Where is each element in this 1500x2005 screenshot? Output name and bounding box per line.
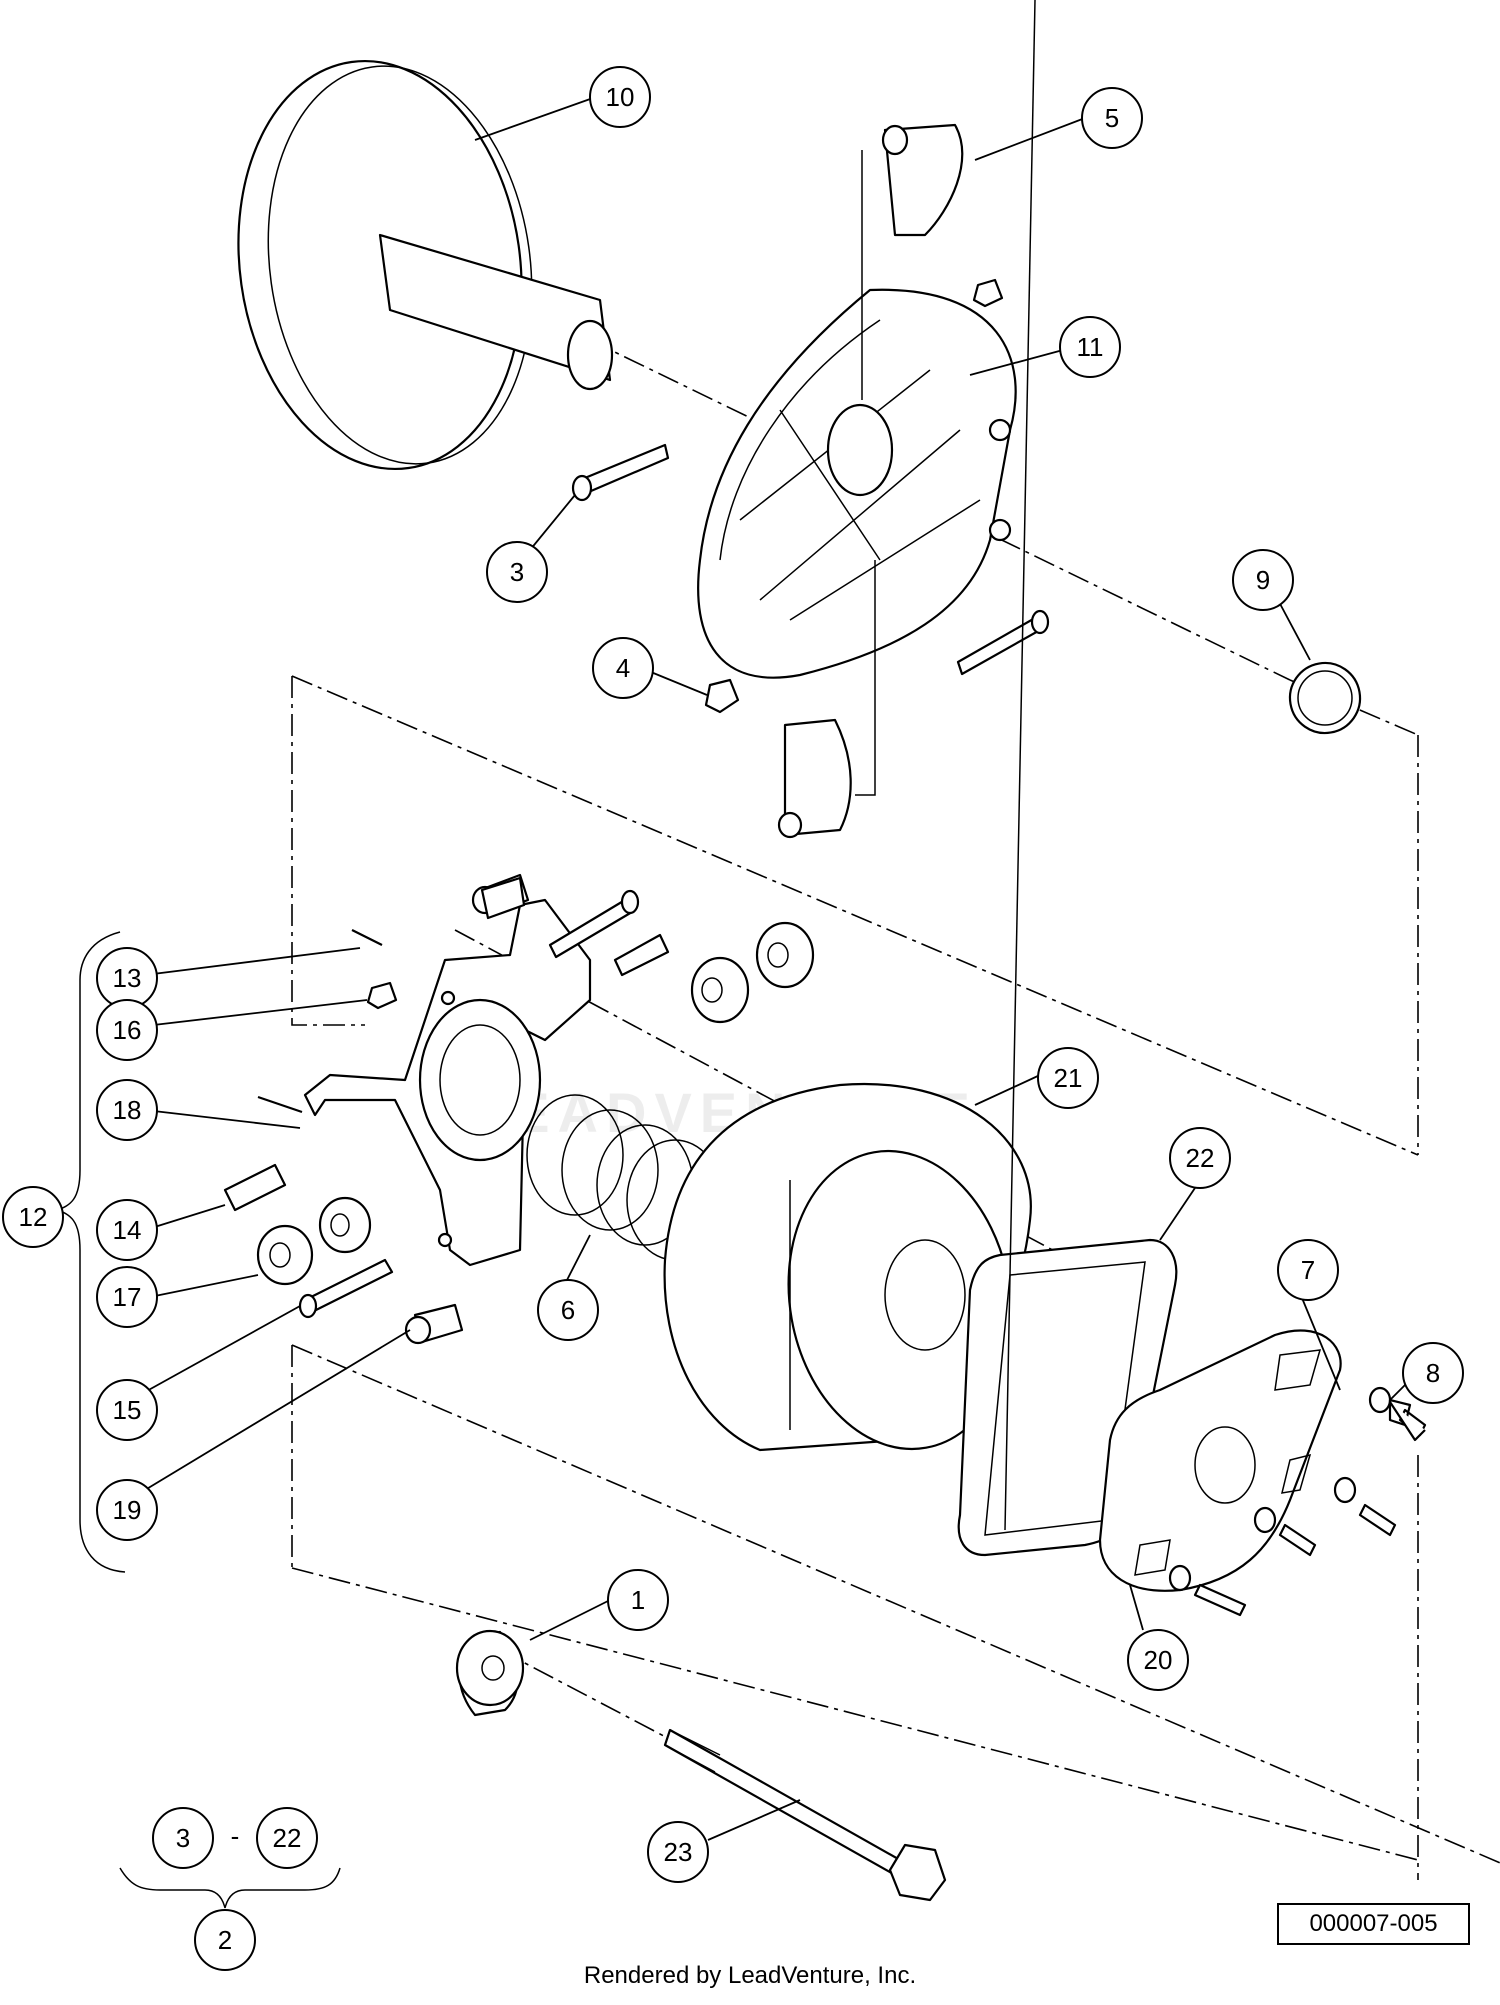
- pin-part-13: [351, 929, 383, 946]
- svg-text:18: 18: [113, 1095, 142, 1125]
- weight-lower: [777, 560, 876, 839]
- ring-part-9: [1288, 661, 1362, 735]
- callout-7: 7: [1277, 1239, 1339, 1301]
- callout-19: 19: [96, 1479, 158, 1541]
- bolt-upper: [548, 889, 640, 959]
- svg-text:8: 8: [1426, 1358, 1440, 1388]
- credit-text: Rendered by LeadVenture, Inc.: [583, 1962, 917, 1989]
- washers-part-7: [1168, 1386, 1392, 1592]
- callout-18: 18: [96, 1079, 158, 1141]
- callout-12: 12: [2, 1186, 64, 1248]
- nut-part-4: [704, 678, 740, 714]
- callout-6: 6: [537, 1279, 599, 1341]
- bolt-right-11: [956, 609, 1050, 676]
- svg-text:1: 1: [631, 1585, 645, 1615]
- svg-text:15: 15: [113, 1395, 142, 1425]
- svg-text:21: 21: [1054, 1063, 1083, 1093]
- callout-11: 11: [1059, 316, 1121, 378]
- callout-15: 15: [96, 1379, 158, 1441]
- svg-text:23: 23: [664, 1837, 693, 1867]
- callout-16: 16: [96, 999, 158, 1061]
- callout-20: 20: [1127, 1629, 1189, 1691]
- svg-text:14: 14: [113, 1215, 142, 1245]
- bushing-part-19: [404, 1303, 464, 1345]
- reference-number: 000007-005: [1277, 1903, 1470, 1945]
- svg-text:13: 13: [113, 963, 142, 993]
- svg-text:10: 10: [606, 82, 635, 112]
- roller-upper: [690, 921, 815, 1024]
- cover-part-21: [663, 1082, 1032, 1452]
- gasket-part-22: [957, 0, 1178, 1557]
- svg-text:16: 16: [113, 1015, 142, 1045]
- svg-text:3: 3: [176, 1823, 190, 1853]
- callout-23: 23: [647, 1821, 709, 1883]
- weight-part-5: [861, 123, 964, 400]
- nut-part-16: [366, 981, 398, 1010]
- svg-text:5: 5: [1105, 103, 1119, 133]
- callout-13: 13: [96, 947, 158, 1009]
- callout-2: 2: [194, 1909, 256, 1971]
- callout-9: 9: [1232, 549, 1294, 611]
- svg-text:20: 20: [1144, 1645, 1173, 1675]
- svg-text:22: 22: [1186, 1143, 1215, 1173]
- brace-2: [119, 1867, 341, 1909]
- callout-range-start-3: 3: [152, 1807, 214, 1869]
- nut-top: [972, 278, 1004, 308]
- svg-text:12: 12: [19, 1202, 48, 1232]
- callout-22: 22: [1169, 1127, 1231, 1189]
- callout-4: 4: [592, 637, 654, 699]
- bushing-upper-left: [480, 876, 526, 920]
- svg-text:19: 19: [113, 1495, 142, 1525]
- svg-text:9: 9: [1256, 565, 1270, 595]
- callout-5: 5: [1081, 87, 1143, 149]
- bolt-part-3: [571, 443, 670, 502]
- bolts-part-8: [1193, 1398, 1427, 1617]
- bolt-part-23: [663, 1728, 947, 1902]
- callout-14: 14: [96, 1199, 158, 1261]
- callout-3: 3: [486, 541, 548, 603]
- spacer-part-1: [455, 1629, 525, 1717]
- svg-text:22: 22: [273, 1823, 302, 1853]
- svg-text:2: 2: [218, 1925, 232, 1955]
- spider-part-12: [303, 898, 592, 1267]
- pin-part-14: [223, 1163, 287, 1212]
- svg-text:4: 4: [616, 653, 630, 683]
- callout-17: 17: [96, 1266, 158, 1328]
- svg-text:17: 17: [113, 1282, 142, 1312]
- housing-part-11: [697, 288, 1017, 679]
- callout-range-end-22: 22: [256, 1807, 318, 1869]
- leader-lines: [144, 97, 1411, 1841]
- callout-10: 10: [589, 66, 651, 128]
- sheave-part-10: [237, 59, 614, 471]
- roller-part-17: [256, 1196, 372, 1286]
- callout-1: 1: [607, 1569, 669, 1631]
- callout-8: 8: [1402, 1342, 1464, 1404]
- callout-21: 21: [1037, 1047, 1099, 1109]
- bolt-part-15: [298, 1258, 394, 1319]
- svg-text:6: 6: [561, 1295, 575, 1325]
- svg-text:11: 11: [1077, 332, 1104, 362]
- svg-text:7: 7: [1301, 1255, 1315, 1285]
- svg-text:3: 3: [510, 557, 524, 587]
- pin-part-18: [257, 1095, 303, 1114]
- range-separator: -: [231, 1821, 240, 1851]
